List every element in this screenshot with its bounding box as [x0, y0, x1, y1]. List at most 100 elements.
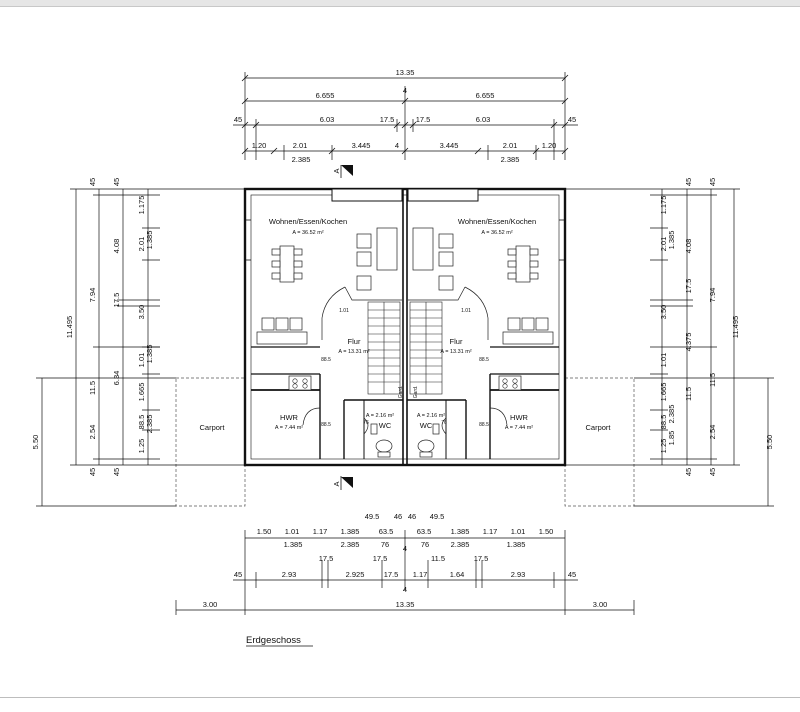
svg-text:1.50: 1.50	[257, 527, 272, 536]
svg-text:1.665: 1.665	[137, 383, 146, 402]
svg-text:4.08: 4.08	[112, 239, 121, 254]
svg-text:2.385: 2.385	[292, 155, 311, 164]
svg-text:11.495: 11.495	[65, 316, 74, 338]
svg-text:1.17: 1.17	[413, 570, 428, 579]
svg-text:45: 45	[112, 468, 121, 476]
svg-text:2.93: 2.93	[511, 570, 526, 579]
svg-text:2.385: 2.385	[667, 405, 676, 424]
svg-text:17.5: 17.5	[416, 115, 431, 124]
staircase-left	[367, 301, 401, 395]
room-labels-left: Wohnen/Essen/Kochen A = 36.52 m² Flur A …	[269, 217, 404, 431]
svg-text:11.5: 11.5	[88, 381, 97, 395]
svg-text:11.5: 11.5	[684, 387, 693, 401]
svg-text:13.35: 13.35	[396, 68, 415, 77]
svg-text:A = 7.44 m²: A = 7.44 m²	[505, 425, 533, 431]
svg-text:76: 76	[381, 540, 389, 549]
svg-text:45: 45	[112, 178, 121, 186]
svg-text:17.5: 17.5	[684, 279, 693, 294]
left-dimension-lines	[36, 188, 245, 507]
svg-text:11.5: 11.5	[708, 373, 717, 387]
carport-right	[564, 377, 635, 507]
right-dimension-lines	[565, 188, 774, 507]
svg-text:1.175: 1.175	[137, 196, 146, 215]
svg-text:1.385: 1.385	[451, 527, 470, 536]
svg-text:2.385: 2.385	[341, 540, 360, 549]
svg-text:2.925: 2.925	[346, 570, 365, 579]
svg-text:45: 45	[708, 468, 717, 476]
svg-text:Gard.: Gard.	[398, 386, 404, 399]
svg-text:1.385: 1.385	[341, 527, 360, 536]
svg-text:17.5: 17.5	[474, 554, 489, 563]
svg-text:2.01: 2.01	[293, 141, 308, 150]
svg-text:11.5: 11.5	[431, 554, 445, 563]
svg-text:A = 2.16 m²: A = 2.16 m²	[366, 413, 394, 419]
svg-text:WC: WC	[420, 421, 433, 430]
svg-text:17.5: 17.5	[373, 554, 388, 563]
svg-text:17.5: 17.5	[112, 293, 121, 308]
svg-text:1.01: 1.01	[461, 308, 471, 314]
carport-label-right: Carport	[585, 423, 611, 432]
section-marker-bottom: A	[332, 476, 353, 490]
svg-text:88.5: 88.5	[659, 415, 668, 430]
svg-text:88.5: 88.5	[321, 422, 331, 428]
carport-label-left: Carport	[199, 423, 225, 432]
svg-text:4.08: 4.08	[684, 239, 693, 254]
door-arcs	[302, 286, 508, 435]
svg-text:1.385: 1.385	[667, 231, 676, 250]
screen-bottom-bar	[0, 697, 800, 712]
drawing-title: Erdgeschoss	[246, 635, 301, 646]
svg-text:1.17: 1.17	[313, 527, 328, 536]
svg-text:1.25: 1.25	[659, 439, 668, 454]
svg-text:3.50: 3.50	[659, 305, 668, 320]
svg-text:11.495: 11.495	[731, 316, 740, 338]
svg-text:1.17: 1.17	[483, 527, 498, 536]
svg-text:17.5: 17.5	[319, 554, 334, 563]
svg-text:6.655: 6.655	[476, 91, 495, 100]
svg-text:A: A	[332, 481, 341, 486]
svg-text:2.93: 2.93	[282, 570, 297, 579]
svg-text:A = 36.52 m²: A = 36.52 m²	[292, 230, 324, 236]
svg-text:45: 45	[568, 115, 576, 124]
left-dimension-labels: 11.495 7.94 11.5 2.54 45 45 4.08 17.5 6.…	[31, 178, 154, 476]
svg-text:1.50: 1.50	[539, 527, 554, 536]
bottom-dimension-lines	[175, 530, 635, 615]
svg-text:45: 45	[88, 178, 97, 186]
svg-text:A: A	[332, 168, 341, 173]
svg-text:6.03: 6.03	[320, 115, 335, 124]
svg-text:3.445: 3.445	[352, 141, 371, 150]
svg-text:1.20: 1.20	[542, 141, 557, 150]
svg-text:46: 46	[394, 512, 402, 521]
svg-text:1.01: 1.01	[285, 527, 300, 536]
svg-text:4: 4	[403, 544, 407, 553]
svg-text:49.5: 49.5	[365, 512, 380, 521]
svg-text:5.50: 5.50	[765, 435, 774, 450]
svg-text:1.01: 1.01	[137, 353, 146, 368]
building-walls	[243, 187, 567, 467]
svg-text:A = 36.52 m²: A = 36.52 m²	[481, 230, 513, 236]
svg-text:76: 76	[421, 540, 429, 549]
svg-text:76: 76	[363, 420, 369, 426]
svg-text:1.25: 1.25	[137, 439, 146, 454]
svg-text:Wohnen/Essen/Kochen: Wohnen/Essen/Kochen	[269, 217, 347, 226]
svg-text:1.665: 1.665	[659, 383, 668, 402]
svg-text:2.01: 2.01	[137, 237, 146, 252]
svg-text:4: 4	[403, 585, 407, 594]
svg-text:3.00: 3.00	[203, 600, 218, 609]
svg-text:A = 7.44 m²: A = 7.44 m²	[275, 425, 303, 431]
svg-text:17.5: 17.5	[384, 570, 399, 579]
right-dimension-labels: 11.495 7.94 11.5 2.54 45 45 4.08 17.5 4.…	[659, 178, 774, 476]
svg-text:1.385: 1.385	[145, 231, 154, 250]
svg-text:45: 45	[234, 115, 242, 124]
svg-text:6.03: 6.03	[476, 115, 491, 124]
section-marker-top: A	[332, 165, 353, 178]
svg-text:3.00: 3.00	[593, 600, 608, 609]
svg-text:A = 13.31 m²: A = 13.31 m²	[338, 349, 370, 355]
svg-text:88.5: 88.5	[479, 357, 489, 363]
svg-text:1.85: 1.85	[667, 431, 676, 446]
svg-text:1.20: 1.20	[252, 141, 267, 150]
svg-text:2.01: 2.01	[503, 141, 518, 150]
svg-text:Wohnen/Essen/Kochen: Wohnen/Essen/Kochen	[458, 217, 536, 226]
svg-text:Flur: Flur	[348, 337, 361, 346]
svg-text:4.375: 4.375	[684, 333, 693, 352]
svg-text:17.5: 17.5	[380, 115, 395, 124]
